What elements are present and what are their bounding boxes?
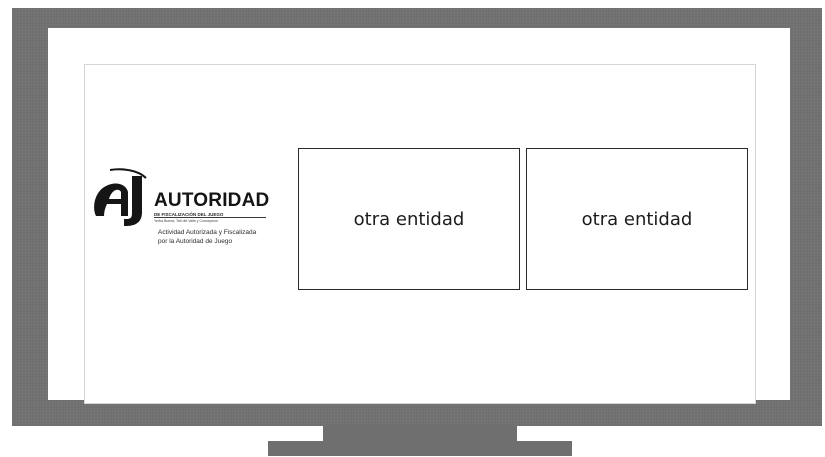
autoridad-logo: AUTORIDAD DE FISCALIZACIÓN DEL JUEGO Yer… xyxy=(92,164,274,260)
logo-title: AUTORIDAD xyxy=(154,190,270,211)
entity-box-2: otra entidad xyxy=(526,148,748,290)
entity-label: otra entidad xyxy=(353,208,465,230)
logo-tagline: Actividad Autorizada y Fiscalizada por l… xyxy=(158,228,256,246)
entity-label: otra entidad xyxy=(581,208,693,230)
logo-subtitle-secondary: Yerba Buena, Tafí del Valle y Concepción xyxy=(154,219,218,223)
entity-box-1: otra entidad xyxy=(298,148,520,290)
logo-tagline-line1: Actividad Autorizada y Fiscalizada xyxy=(158,229,257,236)
monitor-stand-base xyxy=(268,441,572,456)
monitor-stand-neck xyxy=(323,425,517,441)
logo-subtitle: DE FISCALIZACIÓN DEL JUEGO xyxy=(154,212,266,218)
logo-tagline-line2: por la Autoridad de Juego xyxy=(158,238,233,245)
aj-logo-mark-icon xyxy=(94,168,147,226)
